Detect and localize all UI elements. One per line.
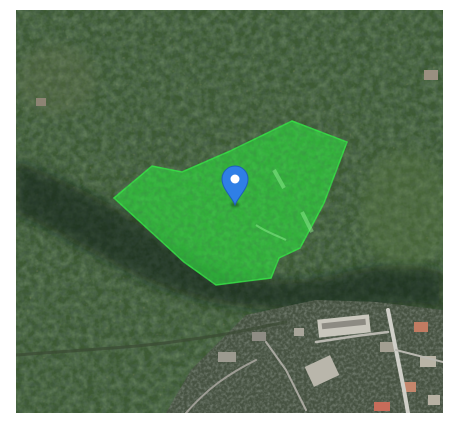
forest-clearing [16, 45, 96, 115]
canopy-highlight [361, 150, 443, 270]
buildings [36, 70, 440, 411]
map-canvas [16, 10, 443, 413]
map-pin-icon[interactable] [221, 165, 249, 207]
roads [16, 308, 443, 413]
highlighted-area-texture [114, 121, 347, 285]
parcel-paths [255, 169, 314, 241]
satellite-map[interactable] [16, 10, 443, 413]
